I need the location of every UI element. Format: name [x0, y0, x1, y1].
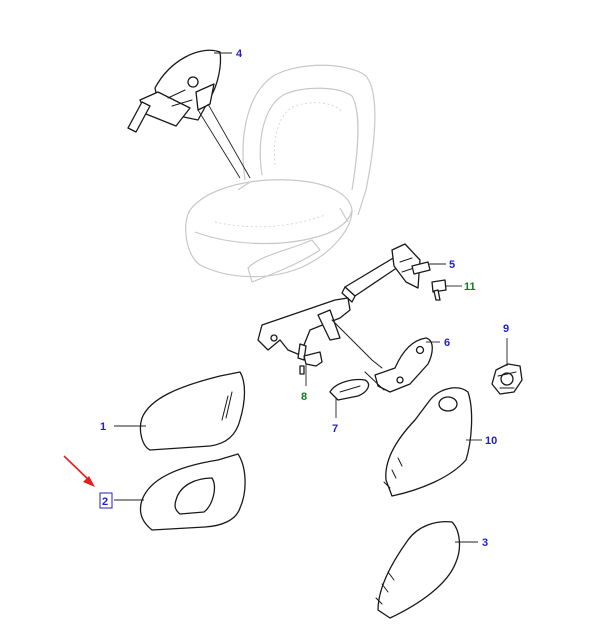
- callout-labels: 4 5 11 6 9 8 7 10 1 2 3: [100, 48, 509, 549]
- callout-4: 4: [236, 48, 243, 60]
- part-4-recliner-cover: [127, 49, 251, 179]
- part-7-handle: [329, 378, 370, 401]
- callout-leaders: [114, 52, 508, 543]
- part-5-bracket-rail: [341, 243, 431, 303]
- callout-6: 6: [444, 337, 450, 349]
- part-11-bolt: [431, 279, 447, 301]
- callout-10: 10: [485, 435, 497, 447]
- callout-2: 2: [102, 496, 108, 508]
- callout-7: 7: [332, 423, 338, 435]
- part-6-lever: [364, 337, 433, 393]
- callout-9: 9: [503, 323, 509, 335]
- part-10-side-shield: [383, 387, 473, 497]
- seat-outline: [185, 64, 376, 283]
- red-arrowhead-icon: [83, 476, 95, 487]
- callout-5: 5: [449, 259, 455, 271]
- part-9-knob: [491, 363, 523, 395]
- callout-11: 11: [464, 281, 476, 293]
- callout-8: 8: [301, 391, 307, 403]
- callout-1: 1: [100, 421, 106, 433]
- part-3-lower-shield: [375, 520, 461, 619]
- highlight-box: [99, 492, 113, 509]
- part-1-trim-panel: [139, 371, 246, 451]
- part-2-trim-panel: [139, 453, 246, 531]
- part-8-clip: [299, 351, 323, 375]
- callout-3: 3: [482, 537, 488, 549]
- highlight-indicator: [63, 455, 113, 509]
